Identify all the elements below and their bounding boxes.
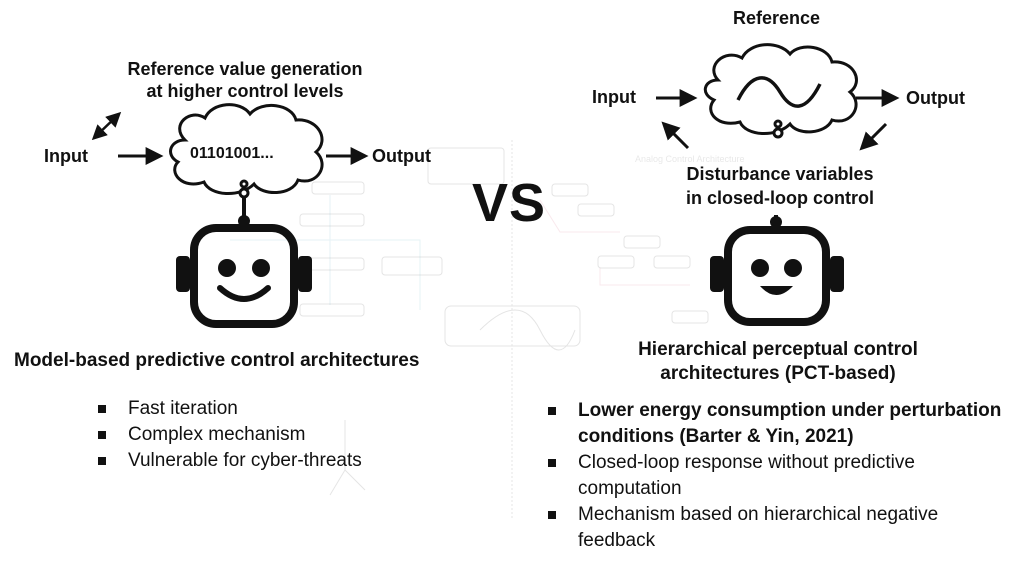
list-item-text: Lower energy consumption under perturbat…: [578, 400, 1002, 447]
watermark-box: [577, 203, 615, 217]
feedback-arrow-left: [661, 121, 690, 150]
robot-icon: [710, 215, 844, 326]
watermark-leg: [329, 420, 366, 496]
square-bullet-icon: [98, 405, 106, 413]
left-title: Model-based predictive control architect…: [14, 350, 420, 371]
list-item: Vulnerable for cyber-threats: [98, 448, 428, 474]
square-bullet-icon: [98, 457, 106, 465]
disturbance-line1: Disturbance variables: [686, 164, 874, 184]
square-bullet-icon: [548, 407, 556, 415]
input-label-left: Input: [44, 146, 88, 166]
watermark-wave: [479, 309, 576, 351]
list-item-text: Complex mechanism: [128, 424, 306, 445]
thought-cloud-icon: [703, 43, 858, 139]
watermark-box: [299, 303, 365, 317]
watermark-box: [311, 181, 365, 195]
cloud-binary-text: 01101001...: [190, 145, 274, 162]
square-bullet-icon: [548, 511, 556, 519]
sine-wave-icon: [736, 76, 822, 108]
list-item: Complex mechanism: [98, 422, 428, 448]
list-item: Lower energy consumption under perturbat…: [548, 398, 1018, 450]
disturbance-line2: in closed-loop control: [686, 188, 874, 208]
disturbance-label: Disturbance variables in closed-loop con…: [660, 162, 900, 210]
watermark-line: [599, 268, 690, 286]
watermark-box: [653, 255, 691, 269]
output-label-left: Output: [372, 146, 431, 166]
watermark-box: [671, 310, 709, 324]
list-item-text: Closed-loop response without predictive …: [578, 452, 915, 499]
watermark-box: [551, 183, 589, 197]
watermark-box: [444, 305, 581, 347]
watermark-box: [427, 147, 505, 185]
list-item: Mechanism based on hierarchical negative…: [548, 502, 1018, 554]
output-label-right: Output: [906, 88, 965, 108]
right-bullet-list: Lower energy consumption under perturbat…: [548, 398, 1018, 554]
square-bullet-icon: [548, 459, 556, 467]
list-item-text: Fast iteration: [128, 398, 238, 419]
reference-generation-label: Reference value generation at higher con…: [100, 58, 390, 102]
watermark-box: [381, 256, 443, 276]
right-title: Hierarchical perceptual control architec…: [580, 338, 976, 386]
list-item-text: Mechanism based on hierarchical negative…: [578, 504, 939, 551]
right-title-line1: Hierarchical perceptual control: [638, 339, 918, 360]
left-bullet-list: Fast iteration Complex mechanism Vulnera…: [98, 396, 428, 474]
reference-generation-line2: at higher control levels: [146, 81, 344, 101]
bidirectional-arrow: [91, 111, 122, 141]
input-label-right: Input: [592, 87, 636, 107]
watermark-box: [597, 255, 635, 269]
watermark-title: Analog Control Architecture: [635, 154, 745, 164]
disturbance-arrow: [859, 122, 888, 151]
list-item: Closed-loop response without predictive …: [548, 450, 1018, 502]
right-title-line2: architectures (PCT-based): [660, 363, 896, 384]
reference-generation-line1: Reference value generation: [127, 59, 363, 79]
watermark-box: [623, 235, 661, 249]
robot-icon: [176, 196, 312, 328]
thought-cloud-icon: [169, 103, 324, 199]
watermark-line: [539, 199, 620, 233]
list-item: Fast iteration: [98, 396, 428, 422]
watermark-box: [299, 213, 365, 227]
vs-label: VS: [472, 173, 547, 233]
reference-label: Reference: [733, 8, 821, 28]
square-bullet-icon: [98, 431, 106, 439]
list-item-text: Vulnerable for cyber-threats: [128, 450, 362, 471]
